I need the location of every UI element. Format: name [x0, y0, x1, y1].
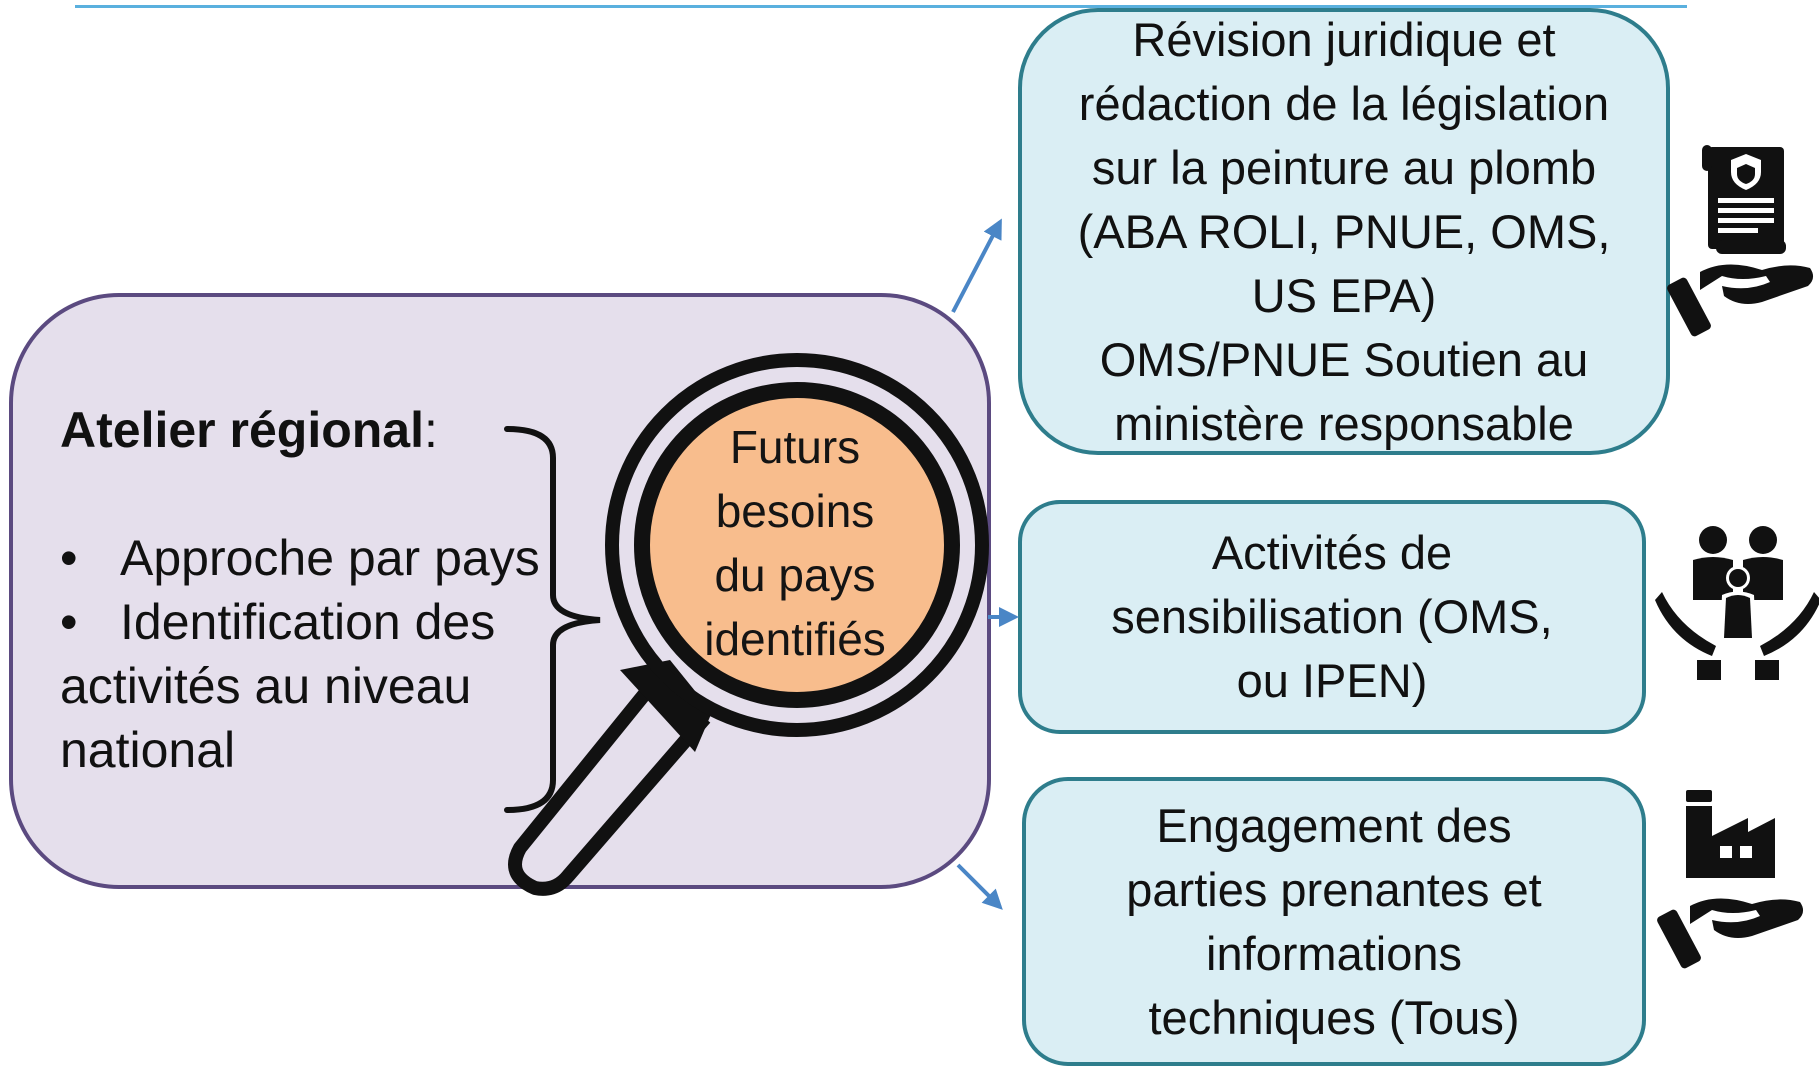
legal-document-hand-icon: [1667, 145, 1814, 337]
box-text-line: (ABA ROLI, PNUE, OMS,: [1077, 204, 1611, 258]
future-needs-label: Futurs besoins du pays identifiés: [660, 415, 930, 671]
box-text-line: sensibilisation (OMS,: [1111, 590, 1553, 643]
workshop-title: Atelier régional: [60, 402, 424, 458]
box-text-line: ou IPEN): [1236, 654, 1428, 707]
box-text-line: Révision juridique et: [1132, 12, 1556, 66]
circle-text-line: identifiés: [704, 613, 886, 665]
factory-hand-icon: [1657, 790, 1804, 969]
bullet-dot: •: [60, 594, 78, 650]
family-care-hands-icon: [1655, 526, 1819, 680]
box-text-line: OMS/PNUE Soutien au: [1099, 332, 1589, 386]
bullet-item: • Identification des: [60, 590, 620, 654]
connector-arrows: [951, 218, 1019, 910]
box-text-line: sur la peinture au plomb: [1091, 140, 1597, 194]
needs-circle: [642, 390, 952, 700]
bullet-text: Identification des: [120, 594, 496, 650]
arrow-to-legal-review: [951, 218, 1002, 313]
box-text-line: ministère responsable: [1114, 396, 1574, 450]
box-text-line: US EPA): [1251, 268, 1437, 322]
box-text-line: rédaction de la législation: [1078, 76, 1610, 130]
magnifier-icon: [508, 353, 989, 896]
arrow-to-stakeholders: [956, 863, 1003, 910]
box-text-line: Activités de: [1211, 526, 1453, 579]
legal-review-box: Révision juridique et rédaction de la lé…: [1018, 8, 1670, 455]
awareness-activities-box: Activités de sensibilisation (OMS, ou IP…: [1018, 500, 1646, 734]
stakeholder-engagement-box: Engagement des parties prenantes et info…: [1022, 777, 1646, 1066]
top-divider-line: [75, 5, 1687, 8]
bullet-item: • Approche par pays: [60, 526, 620, 590]
circle-text-line: Futurs: [729, 421, 861, 473]
box-text-line: informations: [1206, 926, 1462, 980]
box-text-line: techniques (Tous): [1148, 990, 1520, 1044]
bullet-continuation: activités au niveau: [60, 658, 472, 714]
bullet-continuation: national: [60, 722, 236, 778]
bullet-text: Approche par pays: [120, 530, 540, 586]
box-text-line: parties prenantes et: [1126, 862, 1542, 916]
bullet-dot: •: [60, 530, 78, 586]
circle-text-line: besoins: [715, 485, 875, 537]
workshop-title-row: Atelier régional:: [60, 398, 620, 462]
workshop-title-colon: :: [424, 402, 438, 458]
circle-text-line: du pays: [714, 549, 876, 601]
regional-workshop-text: Atelier régional: • Approche par pays • Id…: [60, 398, 620, 782]
box-text-line: Engagement des: [1156, 798, 1512, 852]
curly-brace: [504, 426, 601, 813]
